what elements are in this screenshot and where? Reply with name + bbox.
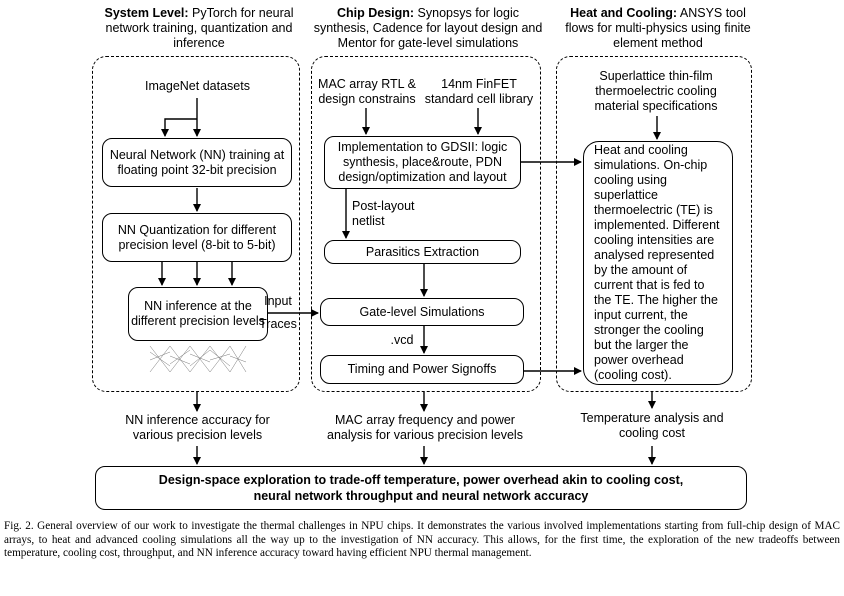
system-level-group	[92, 56, 300, 392]
parasitics-extraction-box: Parasitics Extraction	[324, 240, 521, 264]
heat-cooling-simulation-box: Heat and cooling simulations. On-chip co…	[583, 141, 733, 385]
heat-cooling-group	[556, 56, 752, 392]
superlattice-spec-label: Superlattice thin-film thermoelectric co…	[594, 69, 718, 113]
mac-array-output: MAC array frequency and power analysis f…	[327, 413, 523, 442]
nn-inference-box: NN inference at the different precision …	[128, 287, 268, 341]
chip-design-desc: Synopsys for logic synthesis, Cadence fo…	[313, 6, 543, 50]
timing-power-signoffs-box: Timing and Power Signoffs	[320, 355, 524, 384]
chip-design-group	[311, 56, 541, 392]
nn-accuracy-output: NN inference accuracy for various precis…	[125, 413, 270, 442]
nn-quantization-box: NN Quantization for different precision …	[102, 213, 292, 262]
traces-label: Traces	[259, 317, 297, 331]
heat-cooling-title: Heat and Cooling:	[570, 6, 678, 20]
nn-training-box: Neural Network (NN) training at floating…	[102, 138, 292, 187]
finfet-library-label: 14nm FinFET standard cell library	[424, 77, 534, 106]
chip-design-header: Chip Design: Synopsys for logic synthesi…	[308, 6, 548, 51]
input-label: Input	[264, 294, 292, 308]
gdsii-implementation-box: Implementation to GDSII: logic synthesis…	[324, 136, 521, 189]
heat-cooling-desc: ANSYS tool flows for multi-physics using…	[565, 6, 751, 50]
system-level-header: System Level: PyTorch for neural network…	[88, 6, 310, 51]
system-level-title: System Level:	[104, 6, 189, 20]
vcd-label: .vcd	[390, 333, 414, 347]
neural-network-image	[149, 345, 247, 373]
temperature-cooling-output: Temperature analysis and cooling cost	[580, 411, 724, 440]
figure-caption: Fig. 2. General overview of our work to …	[4, 520, 840, 559]
imagenet-label: ImageNet datasets	[145, 79, 250, 93]
gate-level-simulations-box: Gate-level Simulations	[320, 298, 524, 326]
post-layout-netlist-label: Post-layout netlist	[352, 199, 415, 228]
mac-rtl-label: MAC array RTL & design constrains	[318, 77, 416, 106]
heat-cooling-header: Heat and Cooling: ANSYS tool flows for m…	[560, 6, 756, 51]
system-level-desc: PyTorch for neural network training, qua…	[105, 6, 294, 50]
design-space-exploration-box: Design-space exploration to trade-off te…	[95, 466, 747, 510]
chip-design-title: Chip Design:	[336, 6, 415, 20]
